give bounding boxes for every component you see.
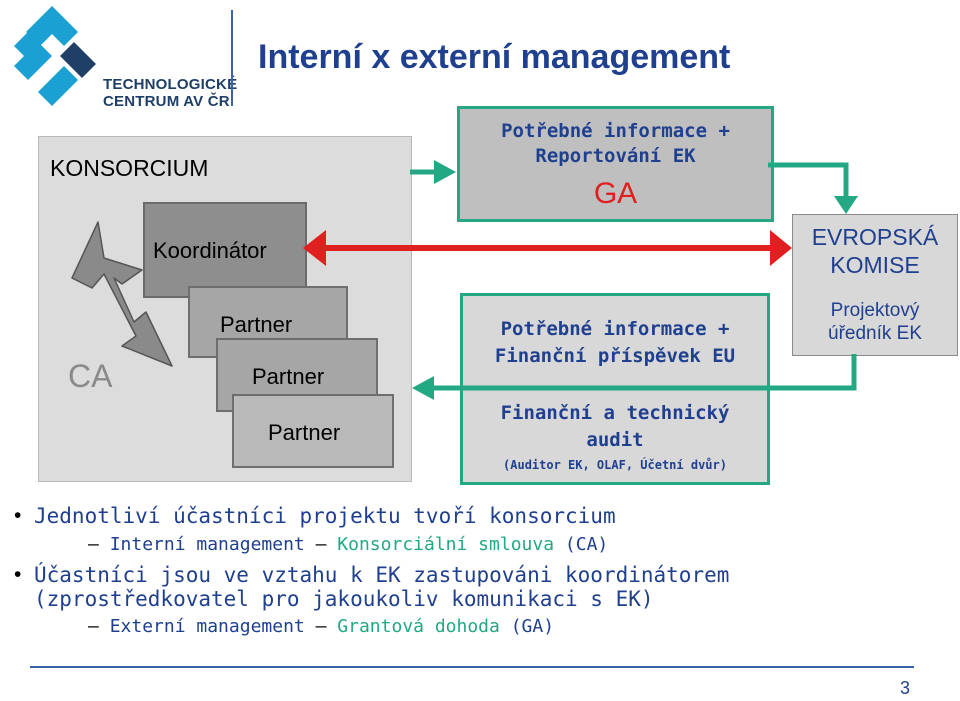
header-divider xyxy=(231,10,233,106)
bullet-2-line-1: Účastníci jsou ve vztahu k EK zastupován… xyxy=(34,563,730,587)
logo-mark-icon xyxy=(14,6,96,106)
bullet-1-text: Jednotliví účastníci projektu tvoří kons… xyxy=(34,504,616,528)
bullet-1-sub-b: Konsorciální smlouva xyxy=(337,534,555,555)
bullet-2-sub-b: Grantová dohoda xyxy=(337,616,500,637)
footer-rule xyxy=(30,666,914,668)
logo-line-2: CENTRUM AV ČR xyxy=(103,93,230,110)
ek-line-2: KOMISE xyxy=(830,252,920,278)
audit-line-2: audit xyxy=(586,429,644,451)
bullet-1-sub-a: Interní management xyxy=(109,534,305,555)
partner-label-1: Partner xyxy=(220,312,293,337)
ga-label: GA xyxy=(593,177,638,210)
logo-text: TECHNOLOGICKÉ CENTRUM AV ČR xyxy=(103,76,237,110)
arrow-to-ga-icon xyxy=(410,160,456,184)
eu-box-line-1: Potřebné informace + xyxy=(500,318,730,340)
bullet-2-line-2: (zprostředkovatel pro jakoukoliv komunik… xyxy=(34,587,654,611)
bullet-list: • Jednotliví účastníci projektu tvoří ko… xyxy=(14,504,954,639)
page-title: Interní x externí management xyxy=(258,38,731,76)
eu-box-line-2: Finanční příspěvek EU xyxy=(494,345,736,367)
bullet-1-sub: – Interní management – Konsorciální smlo… xyxy=(88,534,609,555)
ca-label: CA xyxy=(68,358,113,394)
konsorcium-label: KONSORCIUM xyxy=(50,155,209,181)
bullet-dot-2: • xyxy=(14,563,22,586)
bullet-2-sub: – Externí management – Grantová dohoda (… xyxy=(88,616,555,637)
double-arrow-red-icon xyxy=(303,230,792,266)
ek-box: EVROPSKÁ KOMISE Projektový úředník EK xyxy=(792,214,958,356)
bullet-dot-1: • xyxy=(14,504,22,527)
ek-line-1: EVROPSKÁ xyxy=(811,224,939,250)
bullet-1-sub-c: (CA) xyxy=(564,534,609,555)
ga-box-line-1: Potřebné informace + xyxy=(501,120,730,142)
audit-line-1: Finanční a technický xyxy=(500,402,730,424)
arrow-ek-to-konsorcium-icon xyxy=(412,354,857,400)
ga-box: Potřebné informace + Reportování EK GA xyxy=(457,106,774,222)
logo-line-1: TECHNOLOGICKÉ xyxy=(103,76,238,93)
ga-box-line-2: Reportování EK xyxy=(535,145,696,167)
bullet-1: • Jednotliví účastníci projektu tvoří ko… xyxy=(14,504,954,528)
page-number: 3 xyxy=(900,678,911,698)
bullet-2: • Účastníci jsou ve vztahu k EK zastupov… xyxy=(14,563,954,611)
arrow-ga-to-ek-icon xyxy=(768,162,858,214)
koordinator-label: Koordinátor xyxy=(153,238,267,263)
ca-arrow-icon xyxy=(71,221,173,367)
partner-label-3: Partner xyxy=(268,420,341,445)
bullet-2-sub-a: Externí management xyxy=(109,616,305,637)
bullet-2-sub-c: (GA) xyxy=(510,616,555,637)
partner-box-3: Partner xyxy=(232,394,394,468)
ek-line-3: Projektový xyxy=(830,300,920,321)
partner-label-2: Partner xyxy=(252,364,325,389)
audit-line-3: (Auditor EK, OLAF, Účetní dvůr) xyxy=(503,458,727,472)
ek-line-4: úředník EK xyxy=(828,323,922,344)
